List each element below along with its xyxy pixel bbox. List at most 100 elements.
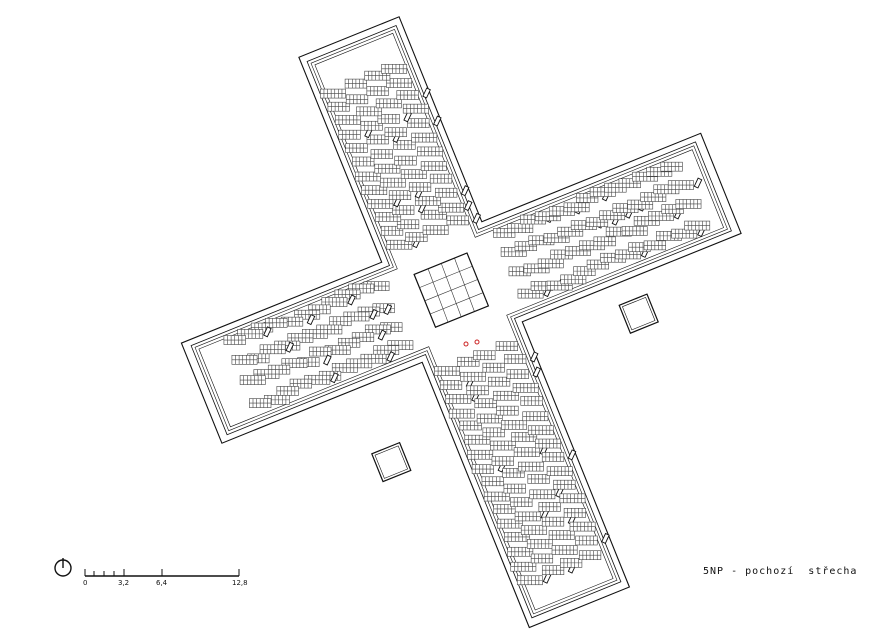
solar-panel — [675, 199, 702, 209]
solar-panel — [381, 64, 408, 74]
solar-panel — [578, 550, 602, 561]
solar-panel — [387, 340, 414, 350]
solar-panel — [569, 521, 596, 532]
solar-panel — [414, 196, 441, 206]
solar-panel — [593, 236, 616, 247]
skylight-mullion — [454, 258, 475, 312]
solar-panel — [474, 398, 497, 409]
solar-panel — [684, 220, 711, 231]
solar-panel — [407, 118, 430, 128]
solar-panel — [526, 539, 553, 549]
solar-panel — [351, 332, 375, 342]
panel-inverter — [472, 212, 482, 224]
solar-panel — [487, 376, 511, 387]
solar-panel — [375, 98, 402, 109]
panel-inverter — [377, 329, 387, 341]
roof-outline-ring — [198, 32, 724, 611]
solar-panel — [530, 553, 554, 564]
solar-panel — [546, 466, 573, 476]
solar-panel — [223, 335, 246, 345]
panel-inverter — [285, 341, 295, 353]
solar-panel — [386, 239, 413, 250]
scale-label-12-8: 12,8 — [232, 579, 248, 587]
solar-panel — [394, 155, 417, 166]
panel-inverter — [529, 351, 539, 363]
solar-panel — [445, 394, 472, 404]
solar-panel — [615, 249, 641, 260]
skylight-mullion — [419, 265, 473, 288]
solar-panel — [560, 558, 583, 568]
solar-panel — [621, 226, 648, 236]
panel-inverter — [422, 87, 431, 99]
solar-panel — [522, 411, 549, 422]
solar-panel — [671, 228, 698, 239]
solar-panel — [575, 535, 598, 546]
solar-panel — [516, 575, 543, 586]
solar-panel — [559, 493, 586, 504]
roof-hatch — [371, 441, 412, 483]
solar-panel — [352, 156, 375, 167]
solar-panel — [513, 447, 540, 457]
solar-panel — [517, 288, 544, 299]
solar-panel — [512, 383, 539, 393]
solar-panel — [483, 491, 510, 502]
solar-panel — [327, 101, 350, 112]
solar-panel — [321, 297, 348, 307]
solar-panel — [354, 171, 381, 182]
solar-panel — [482, 427, 505, 438]
solar-panel-array — [223, 64, 711, 586]
solar-panel — [400, 169, 427, 179]
panel-inverter — [263, 326, 272, 338]
panel-inverter — [330, 372, 339, 384]
central-skylight — [413, 252, 490, 328]
roof-skylights — [371, 293, 659, 483]
panel-inverter — [460, 185, 470, 197]
solar-panel — [538, 502, 561, 512]
solar-panel — [345, 94, 369, 105]
solar-panel — [345, 143, 368, 153]
roof-hatch — [618, 293, 659, 334]
solar-panel — [408, 182, 432, 192]
skylight-mullion — [424, 279, 478, 302]
roof-drains — [463, 339, 480, 347]
solar-panel — [520, 396, 543, 406]
solar-panel — [514, 511, 541, 522]
solar-panel — [289, 378, 312, 389]
solar-panel — [259, 344, 286, 355]
solar-panel — [366, 134, 389, 145]
solar-panel — [460, 371, 486, 382]
solar-panel — [507, 546, 534, 557]
solar-panel — [329, 316, 352, 327]
solar-panel — [467, 449, 494, 460]
solar-panel — [563, 508, 587, 518]
solar-panel — [541, 452, 565, 462]
solar-panel — [535, 438, 561, 449]
solar-panel — [503, 483, 526, 494]
solar-panel — [517, 461, 544, 472]
solar-panel — [231, 355, 258, 365]
solar-panel — [434, 366, 461, 376]
panel-inverter — [306, 314, 316, 326]
solar-panel — [392, 205, 415, 215]
panel-inverter — [323, 354, 332, 366]
solar-panel — [553, 479, 576, 490]
solar-panel — [388, 190, 412, 200]
panel-inverter — [433, 115, 442, 127]
scale-label-6-4: 6,4 — [156, 579, 168, 587]
solar-panel — [294, 309, 321, 320]
solar-panel — [618, 178, 641, 189]
solar-panel — [464, 434, 491, 445]
solar-panel — [375, 212, 402, 222]
solar-panel — [320, 88, 346, 99]
solar-panel — [411, 132, 438, 143]
panel-inverter — [693, 177, 703, 189]
solar-panel — [324, 345, 351, 355]
solar-panel — [504, 354, 527, 364]
solar-panel — [560, 274, 587, 285]
solar-panel — [482, 362, 505, 373]
panel-inverter — [463, 200, 473, 212]
solar-panel — [344, 78, 367, 89]
scale-label-0: 0 — [83, 579, 87, 587]
solar-panel — [331, 363, 358, 373]
